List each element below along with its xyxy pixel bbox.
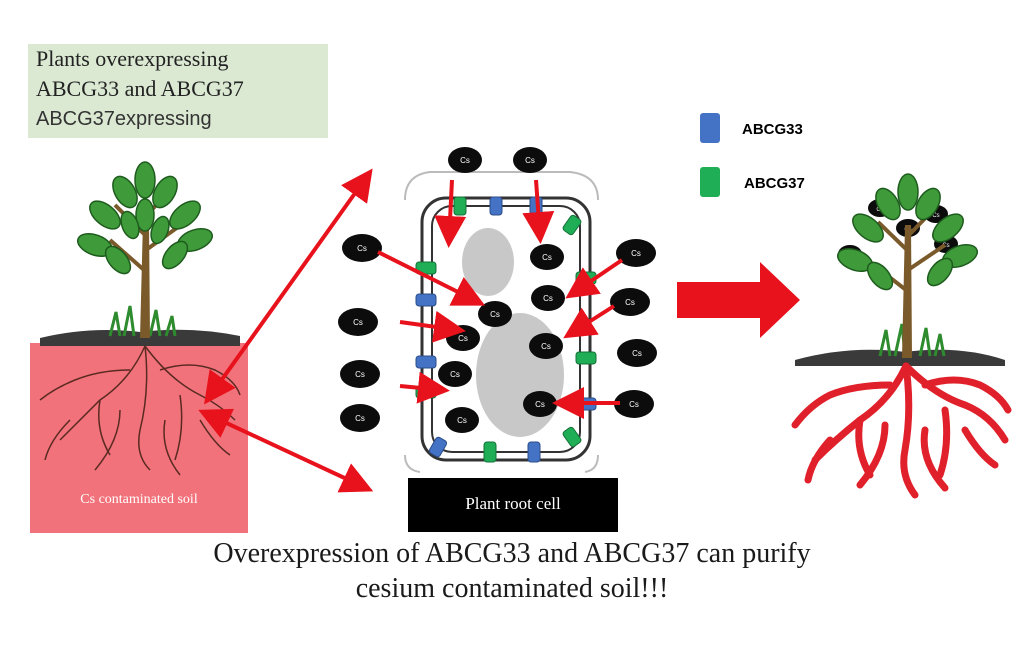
cs-ion: Cs xyxy=(616,239,656,267)
cs-ion-label: Cs xyxy=(632,349,642,358)
left-plant xyxy=(39,161,241,476)
cs-ion: Cs xyxy=(340,360,380,388)
cs-ion: Cs xyxy=(338,308,378,336)
cs-ion: Cs xyxy=(445,407,479,433)
soil-label: Cs contaminated soil xyxy=(80,492,198,507)
cs-ion-label: Cs xyxy=(942,243,949,249)
cs-ion: Cs xyxy=(531,285,565,311)
cs-ion: Cs xyxy=(617,339,657,367)
caption-line-1: Overexpression of ABCG33 and ABCG37 can … xyxy=(213,538,811,569)
cs-ion: Cs xyxy=(523,391,557,417)
title-line-2: ABCG33 and ABCG37 xyxy=(36,76,244,101)
legend-abcg33-label: ABCG33 xyxy=(742,121,803,138)
result-block-arrow xyxy=(677,262,800,338)
cs-ion-label: Cs xyxy=(625,298,635,307)
title-line-3: ABCG37expressing xyxy=(36,108,212,130)
cs-ion-label: Cs xyxy=(541,342,551,351)
caption-line-2: cesium contaminated soil!!! xyxy=(355,573,669,604)
cs-ion-label: Cs xyxy=(457,416,467,425)
cs-ion: Cs xyxy=(513,147,547,173)
title-box xyxy=(28,44,328,138)
title-line-1: Plants overexpressing xyxy=(36,46,229,71)
cs-ion-label: Cs xyxy=(629,400,639,409)
cs-ion-label: Cs xyxy=(631,249,641,258)
cs-ion-label: Cs xyxy=(353,318,363,327)
cs-ion-label: Cs xyxy=(450,370,460,379)
arrow-soil-to-cell-top xyxy=(204,168,373,405)
cell-label: Plant root cell xyxy=(465,494,561,513)
cs-ion: Cs xyxy=(529,333,563,359)
cs-uptake-arrows xyxy=(377,179,624,419)
cs-ion-label: Cs xyxy=(460,156,470,165)
cs-ion: Cs xyxy=(610,288,650,316)
cs-ion-label: Cs xyxy=(355,414,365,423)
legend-abcg37-swatch xyxy=(700,167,720,197)
cs-ion: Cs xyxy=(340,404,380,432)
cs-ion-label: Cs xyxy=(357,244,367,253)
cs-ion-label: Cs xyxy=(932,213,939,219)
right-plant xyxy=(791,173,1012,499)
cs-ion-label: Cs xyxy=(525,156,535,165)
arrow-soil-to-cell-bottom xyxy=(198,408,374,493)
cs-ion-label: Cs xyxy=(458,334,468,343)
cs-ion-label: Cs xyxy=(542,253,552,262)
legend-abcg37-label: ABCG37 xyxy=(744,175,805,192)
cell-label-bar xyxy=(408,478,618,532)
cs-ion: Cs xyxy=(438,361,472,387)
cs-ion: Cs xyxy=(478,301,512,327)
cs-ion-label: Cs xyxy=(543,294,553,303)
cs-ion: Cs xyxy=(530,244,564,270)
cs-ion-label: Cs xyxy=(355,370,365,379)
cs-ion-label: Cs xyxy=(535,400,545,409)
legend-abcg33-swatch xyxy=(700,113,720,143)
cs-ion-label: Cs xyxy=(490,310,500,319)
cs-ion: Cs xyxy=(614,390,654,418)
cs-ion: Cs xyxy=(342,234,382,262)
cs-ion: Cs xyxy=(448,147,482,173)
